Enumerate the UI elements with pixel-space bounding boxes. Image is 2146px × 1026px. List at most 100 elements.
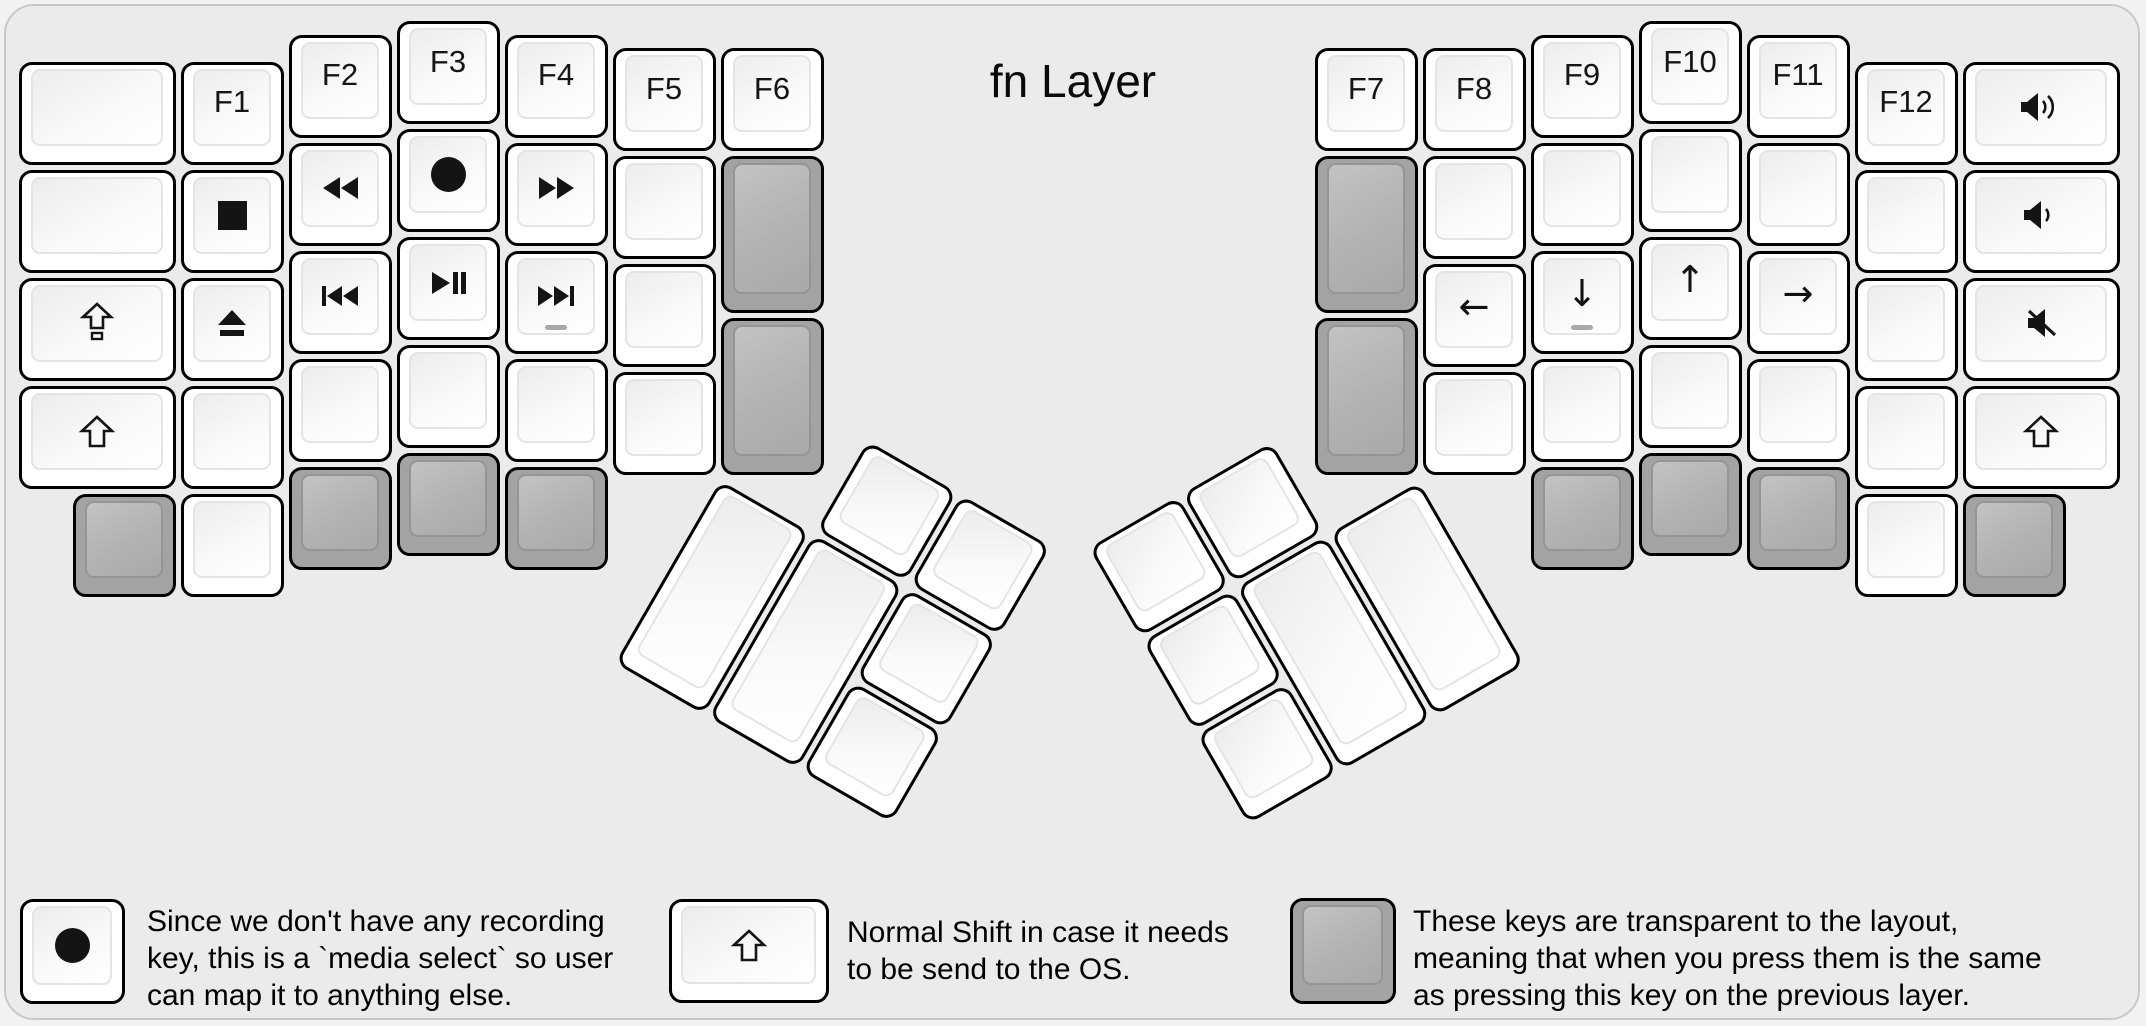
key-f5: F5 xyxy=(613,48,716,151)
key-volume-down xyxy=(1963,169,2120,273)
key-legend: F12 xyxy=(1879,84,1933,119)
key-f4: F4 xyxy=(505,34,608,138)
key-blank xyxy=(181,385,284,489)
key-blank xyxy=(1423,372,1526,475)
note-line: Since we don't have any recording xyxy=(147,905,605,938)
key-blank xyxy=(397,345,500,448)
shift-icon xyxy=(2022,414,2060,448)
key-arrow-up: ↑ xyxy=(1639,237,1742,340)
key-legend: F5 xyxy=(645,70,683,106)
key-skip-back xyxy=(289,250,392,354)
note-line: These keys are transparent to the layout… xyxy=(1413,905,1959,938)
key-transparent xyxy=(1531,466,1634,570)
key-transparent xyxy=(397,453,500,556)
key-blank xyxy=(1531,358,1634,462)
key-blank xyxy=(505,358,608,462)
mute-icon xyxy=(2024,307,2058,339)
rewind-icon xyxy=(322,176,359,200)
note-line: can map it to anything else. xyxy=(147,979,513,1012)
note-normal-shift: Normal Shift in case it needs to be send… xyxy=(847,914,1229,988)
homing-bar xyxy=(1571,324,1593,330)
note-transparent-keys: These keys are transparent to the layout… xyxy=(1413,903,2042,1014)
key-transparent xyxy=(1963,493,2066,597)
key-blank xyxy=(1639,345,1742,448)
key-blank xyxy=(1531,142,1634,246)
key-record xyxy=(397,129,500,232)
skip-back-icon xyxy=(321,284,359,308)
key-f7: F7 xyxy=(1315,48,1418,151)
shift-icon xyxy=(78,414,116,448)
key-legend: F2 xyxy=(321,57,359,92)
key-legend: ↓ xyxy=(1566,271,1598,315)
key-transparent xyxy=(1747,466,1850,570)
homing-bar xyxy=(545,324,567,330)
layer-title: fn Layer xyxy=(989,55,1157,107)
key-blank xyxy=(613,264,716,367)
key-blank xyxy=(1747,358,1850,462)
key-f9: F9 xyxy=(1531,34,1634,138)
key-skip-forward xyxy=(505,250,608,354)
key-blank xyxy=(19,169,176,273)
record-icon xyxy=(54,927,91,964)
play-pause-icon xyxy=(431,270,466,296)
key-legend: F8 xyxy=(1455,70,1493,106)
key-volume-up xyxy=(1963,61,2120,165)
note-line: Normal Shift in case it needs xyxy=(847,916,1229,949)
key-legend: → xyxy=(1782,271,1814,315)
key-transparent xyxy=(721,318,824,475)
key-blank xyxy=(289,358,392,462)
key-rewind xyxy=(289,142,392,246)
key-f3: F3 xyxy=(397,21,500,124)
key-eject xyxy=(181,277,284,381)
key-shift-lock xyxy=(19,277,176,381)
key-blank xyxy=(19,61,176,165)
key-play-pause xyxy=(397,237,500,340)
key-blank xyxy=(1855,493,1958,597)
key-f8: F8 xyxy=(1423,48,1526,151)
key-transparent xyxy=(73,493,176,597)
key-blank xyxy=(181,493,284,597)
key-legend: ↑ xyxy=(1674,258,1706,301)
shift-icon xyxy=(730,928,768,962)
eject-icon xyxy=(216,309,248,337)
key-f10: F10 xyxy=(1639,21,1742,124)
shift-lock-icon xyxy=(78,302,116,344)
key-f1: F1 xyxy=(181,61,284,165)
key-legend-sample xyxy=(20,899,125,1004)
key-blank xyxy=(1855,277,1958,381)
skip-forward-icon xyxy=(537,284,575,308)
key-blank xyxy=(1855,169,1958,273)
key-legend-sample xyxy=(1290,898,1396,1004)
key-arrow-right: → xyxy=(1747,250,1850,354)
key-legend-sample xyxy=(669,899,829,1003)
key-blank xyxy=(1639,129,1742,232)
key-legend: ← xyxy=(1458,285,1490,328)
key-legend: F11 xyxy=(1772,57,1824,92)
key-legend: F1 xyxy=(213,84,251,119)
volume-up-icon xyxy=(2019,91,2063,123)
key-blank xyxy=(1747,142,1850,246)
key-legend: F7 xyxy=(1347,70,1385,106)
key-fast-forward xyxy=(505,142,608,246)
key-legend: F6 xyxy=(753,70,791,106)
key-transparent xyxy=(505,466,608,570)
key-blank xyxy=(613,156,716,259)
key-legend: F4 xyxy=(537,57,575,92)
key-f11: F11 xyxy=(1747,34,1850,138)
note-media-select: Since we don't have any recording key, t… xyxy=(147,903,613,1014)
fast-forward-icon xyxy=(538,176,575,200)
key-blank xyxy=(1855,385,1958,489)
key-arrow-left: ← xyxy=(1423,264,1526,367)
key-transparent xyxy=(1639,453,1742,556)
stop-icon xyxy=(217,200,247,230)
key-blank xyxy=(613,372,716,475)
key-arrow-down: ↓ xyxy=(1531,250,1634,354)
record-icon xyxy=(430,156,467,193)
key-f6: F6 xyxy=(721,48,824,151)
key-transparent xyxy=(721,156,824,313)
note-line: meaning that when you press them is the … xyxy=(1413,942,2042,975)
key-f12: F12 xyxy=(1855,61,1958,165)
key-shift-left xyxy=(19,385,176,489)
